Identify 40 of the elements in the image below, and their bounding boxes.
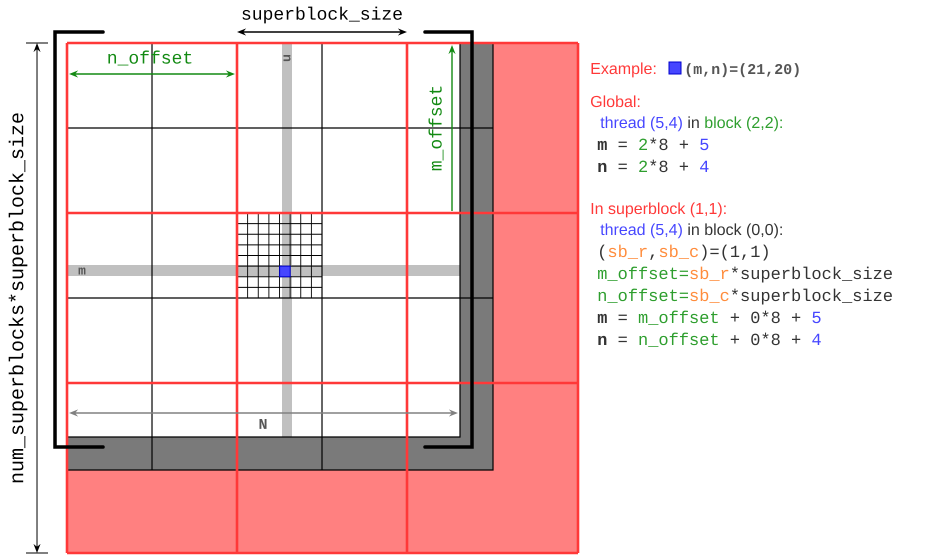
heading-text: Example: [592, 62, 656, 78]
label: + 0*8 + [730, 310, 800, 324]
code-line: n = 2 *8 + 4 [598, 160, 709, 172]
label: m_offset [638, 310, 718, 325]
label: n_offset [640, 332, 718, 347]
dimension-label: num_superblocks*superblock_size [8, 113, 28, 482]
heading-text: In superblock (1,1): [592, 202, 726, 218]
label: 4 [700, 160, 709, 172]
text-line: thread (5,4) in block (2,2): [600, 116, 782, 132]
code-line: m_offset=sb_r *superblock_size [598, 266, 892, 283]
code-line: m = m_offset + 0*8 + 5 [598, 310, 821, 325]
label: )=(1,1) [702, 244, 768, 261]
axis-label: m [78, 268, 86, 274]
label: ( [600, 244, 605, 261]
code-line: m = 2 *8 + 5 [598, 138, 708, 150]
label: 2 [639, 138, 648, 150]
label: *8 + [650, 138, 688, 150]
dimension-label: superblock_size [242, 6, 402, 24]
text-line: thread (5,4) in block (0,0): [600, 223, 782, 238]
label: + 0*8 + [730, 332, 800, 346]
label: 4 [812, 334, 821, 345]
code-line: n = n_offset + 0*8 + 4 [598, 332, 821, 347]
label: sb_r [608, 244, 647, 259]
label: 5 [700, 138, 708, 150]
dimension-label: m_offset [428, 86, 444, 170]
code-line: n_offset=sb_c *superblock_size [598, 288, 892, 305]
axis-label: n [284, 54, 290, 62]
label: m = [598, 140, 627, 150]
label: *8 + [650, 160, 688, 172]
label: 5 [812, 312, 821, 324]
label: n = [598, 162, 627, 172]
code-line: ( sb_r , sb_c )=(1,1) [600, 244, 768, 261]
label: 2 [639, 160, 648, 172]
label: m = [598, 314, 627, 323]
label: sb_c [660, 244, 698, 259]
code-line: (m,n)=(21,20) [686, 63, 799, 78]
label: n = [598, 336, 627, 345]
dimension-label: N [260, 419, 267, 429]
label: , [650, 254, 654, 260]
heading-text: Global: [591, 95, 640, 108]
